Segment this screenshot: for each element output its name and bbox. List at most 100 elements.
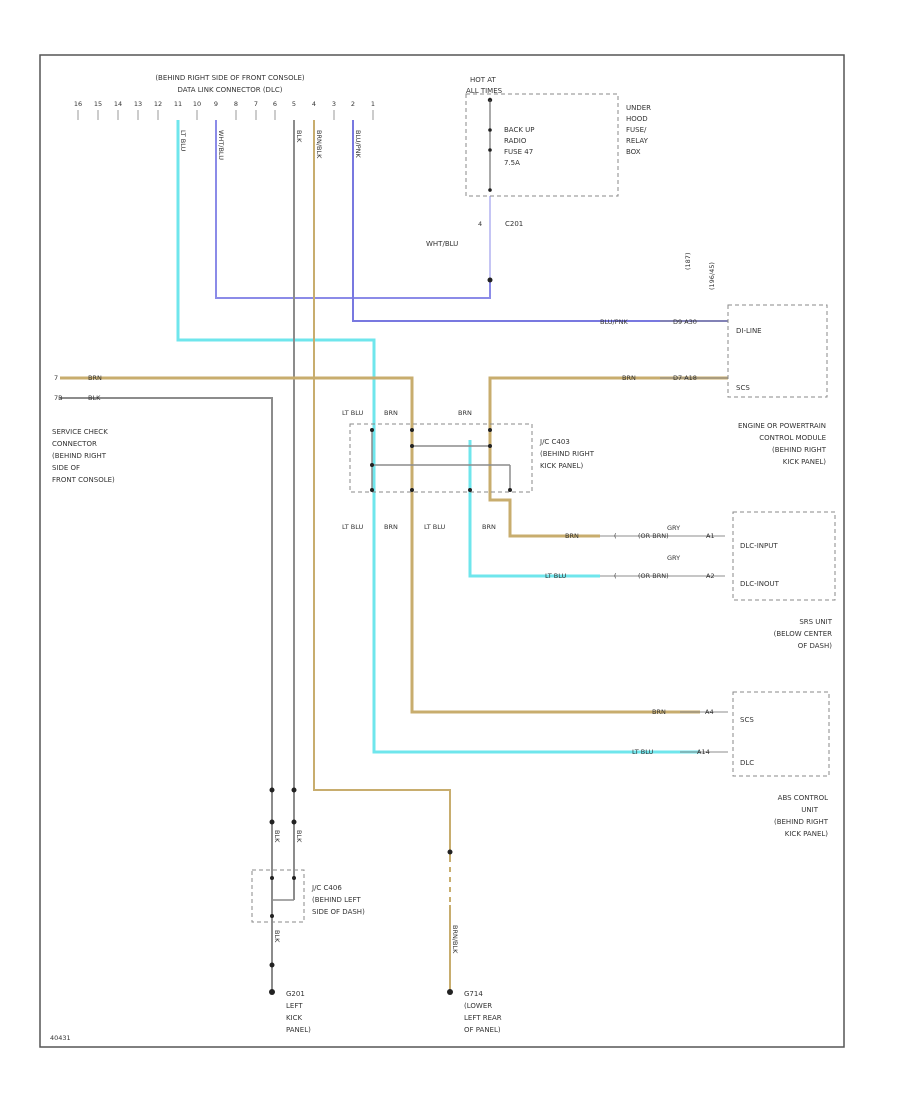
ecm-name-line: (BEHIND RIGHT	[772, 446, 827, 454]
dlc-pin-stubs	[77, 110, 374, 120]
fuse-terminal-mid	[488, 148, 492, 152]
dlc-pin: 6	[273, 100, 277, 108]
jc-c406-outline	[251, 869, 305, 923]
fuse-desc-line: FUSE 47	[504, 148, 533, 156]
wire-blu-pnk	[352, 120, 728, 322]
scs-pin-b: 7B	[54, 394, 63, 402]
srs-name-line: OF DASH)	[798, 642, 833, 650]
connector-pin	[291, 819, 297, 825]
scs-name-line: (BEHIND RIGHT	[52, 452, 107, 460]
srs-pin-2-end: A2	[706, 572, 715, 580]
abs-name-line: ABS CONTROL	[778, 794, 828, 802]
wire-label-brn-blk: BRN/BLK	[315, 130, 323, 159]
jc-c403-terminal	[370, 488, 374, 492]
jc-c406-terminal	[270, 914, 274, 918]
jc-c403-top-label: BRN	[458, 409, 472, 417]
jc-c403-terminal	[410, 444, 414, 448]
dlc-pin: 16	[74, 100, 82, 108]
c406-wire-label: BLK	[273, 830, 281, 843]
srs-plug-icon: (	[614, 572, 617, 580]
jc-c403-bottom-label: LT BLU	[424, 523, 446, 531]
fuse-desc-line: RADIO	[504, 137, 527, 145]
wire-blk-scs-ground	[60, 397, 273, 990]
g201-name-line: LEFT	[286, 1002, 303, 1010]
connector-pin	[269, 819, 275, 825]
abs-wire-2: LT BLU	[632, 748, 654, 756]
ground-g201-point	[269, 989, 275, 995]
wire-label-blk: BLK	[295, 130, 303, 143]
jc-c403-bottom-label: LT BLU	[342, 523, 364, 531]
srs-name-line: (BELOW CENTER	[774, 630, 833, 638]
dlc-pin: 5	[292, 100, 296, 108]
g714-name-line: G714	[464, 990, 483, 998]
jc-c403-bottom-label: BRN	[482, 523, 496, 531]
jc-c403-name-line: (BEHIND RIGHT	[540, 450, 595, 458]
abs-pin-2: A14	[697, 748, 710, 756]
jc-c403-terminal	[410, 488, 414, 492]
srs-label-2: DLC-INOUT	[740, 580, 780, 588]
ecm-wire-bottom: BRN	[622, 374, 636, 382]
c406-lower-wire-label: BLK	[273, 930, 281, 943]
srs-connector-2: GRY	[667, 554, 680, 562]
abs-wire-1: BRN	[652, 708, 666, 716]
all-times-label: ALL TIMES	[466, 87, 503, 95]
dlc-pin: 14	[114, 100, 122, 108]
ecm-pin-top: D9 A30	[673, 318, 697, 326]
diagram-frame	[39, 54, 845, 1048]
dlc-pin: 3	[332, 100, 336, 108]
dlc-pin: 2	[351, 100, 355, 108]
jc-c406-terminal	[270, 876, 274, 880]
connector-c201-label: C201	[505, 220, 523, 228]
abs-name-line: (BEHIND RIGHT	[774, 818, 829, 826]
diagram-id: 40431	[50, 1034, 71, 1042]
jc-c403-terminal	[468, 488, 472, 492]
fuse-box-outline	[465, 93, 619, 197]
jc-c403-terminal	[370, 428, 374, 432]
ecm-name-line: CONTROL MODULE	[759, 434, 826, 442]
jc-c403-terminal	[488, 444, 492, 448]
g714-name-line: LEFT REAR	[464, 1014, 502, 1022]
dlc-pin: 11	[174, 100, 182, 108]
ecm-outline	[727, 304, 828, 398]
ecm-pin-bottom: D7 A18	[673, 374, 697, 382]
wire-label-lt-blu: LT BLU	[179, 130, 187, 152]
dlc-pin: 12	[154, 100, 162, 108]
srs-pin-1: (OR BRN)	[638, 532, 669, 540]
dlc-pin: 4	[312, 100, 316, 108]
abs-outline	[732, 691, 830, 777]
fuse-terminal-mid	[488, 128, 492, 132]
wire-lt-blu-jc-srs	[468, 440, 600, 578]
dlc-pin-row: 16 15 14 13 12 11 10 9 8 7 6 5 4 3 2 1	[74, 100, 375, 108]
dlc-pin: 9	[214, 100, 218, 108]
connector-pin	[291, 787, 297, 793]
srs-wire-2: LT BLU	[545, 572, 567, 580]
fuse-box-location-line: UNDER	[626, 104, 651, 112]
jc-c406-name-line: SIDE OF DASH)	[312, 908, 365, 916]
jc-c403-outline	[349, 423, 533, 493]
g714-wire-label: BRN/BLK	[451, 925, 459, 954]
g201-name-line: G201	[286, 990, 305, 998]
scs-pin-a: 7	[54, 374, 58, 382]
srs-pin-1-end: A1	[706, 532, 715, 540]
ecm-pin-header: (187)	[684, 253, 692, 270]
fuse-terminal-bottom	[488, 188, 492, 192]
wire-label-wht-blu: WHT/BLU	[217, 130, 225, 160]
fuse-desc-line: BACK UP	[504, 126, 535, 134]
ecm-name-line: ENGINE OR POWERTRAIN	[738, 422, 826, 430]
fuse-desc-line: 7.5A	[504, 159, 520, 167]
scs-name-line: SIDE OF	[52, 464, 80, 472]
jc-c403-terminal	[370, 463, 374, 467]
scs-name-line: CONNECTOR	[52, 440, 97, 448]
jc-c403-bottom-label: BRN	[384, 523, 398, 531]
dlc-name: DATA LINK CONNECTOR (DLC)	[178, 86, 283, 94]
connector-pin	[269, 787, 275, 793]
jc-c403-terminal	[508, 488, 512, 492]
srs-label-1: DLC-INPUT	[740, 542, 778, 550]
jc-c403-terminal	[488, 428, 492, 432]
jc-c403-top-label: BRN	[384, 409, 398, 417]
dlc-pin: 7	[254, 100, 258, 108]
fuse-wire-label: WHT/BLU	[426, 240, 458, 248]
scs-name-line: FRONT CONSOLE)	[52, 476, 115, 484]
abs-pin-1: A4	[705, 708, 714, 716]
